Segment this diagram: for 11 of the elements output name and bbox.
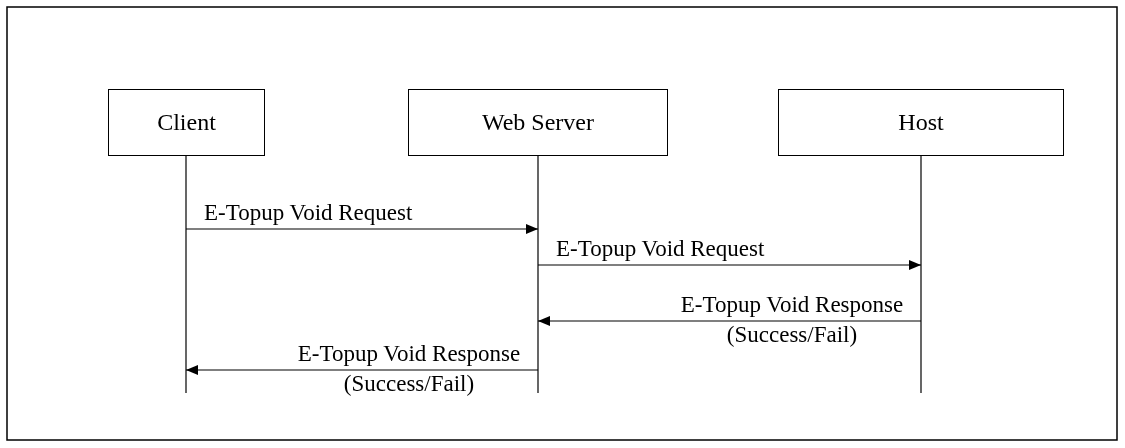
message-label: E-Topup Void Response (Success/Fail) <box>296 340 522 398</box>
message-label: E-Topup Void Request <box>204 199 413 227</box>
message-label: E-Topup Void Request <box>556 235 765 263</box>
participant-box: Web Server <box>408 89 668 156</box>
message-arrow <box>537 260 922 270</box>
participant-box: Client <box>108 89 265 156</box>
message-arrow <box>537 316 922 326</box>
message-arrow <box>185 365 539 375</box>
message-arrow <box>185 224 539 234</box>
message-label: E-Topup Void Response (Success/Fail) <box>679 291 905 349</box>
participant-box: Host <box>778 89 1064 156</box>
